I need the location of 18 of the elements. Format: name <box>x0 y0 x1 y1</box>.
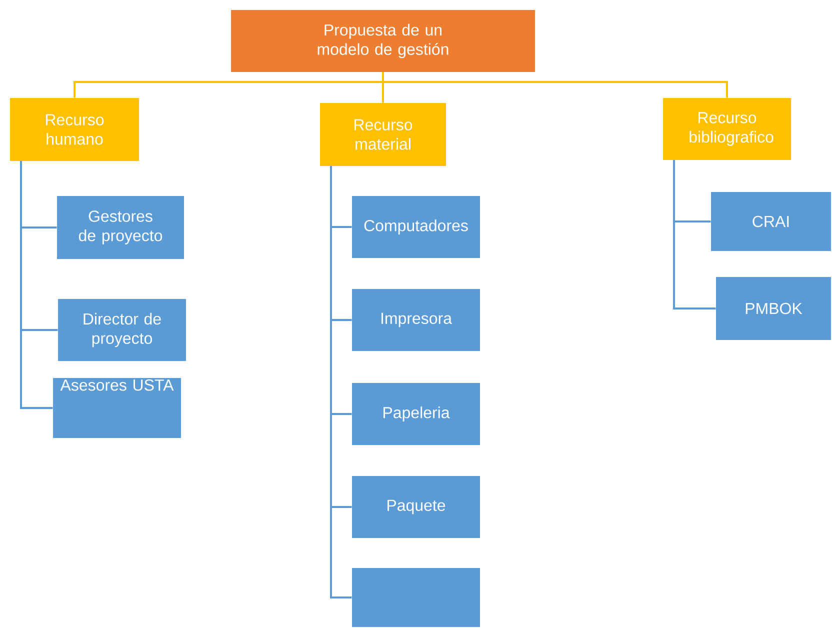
item-box: CRAI <box>711 192 831 251</box>
item-box: Computadores <box>352 196 480 258</box>
item-box: PMBOK <box>716 277 831 340</box>
category-box: Recurso humano <box>10 98 140 161</box>
connector-line <box>673 160 716 310</box>
item-box: Paquete <box>352 476 480 538</box>
connector-line <box>20 161 53 409</box>
item-box: Impresora <box>352 289 480 351</box>
category-box: Recurso bibliografico <box>663 98 791 160</box>
title-box: Propuesta de un modelo de gestión <box>231 10 535 72</box>
item-box: Asesores USTA <box>53 378 181 438</box>
connector-line <box>330 166 352 598</box>
connector-line <box>382 72 728 98</box>
item-box: Gestores de proyecto <box>57 196 184 259</box>
item-box <box>352 568 480 627</box>
category-box: Recurso material <box>320 103 446 166</box>
item-box: Director de proyecto <box>58 299 186 361</box>
item-box: Papeleria <box>352 383 480 445</box>
